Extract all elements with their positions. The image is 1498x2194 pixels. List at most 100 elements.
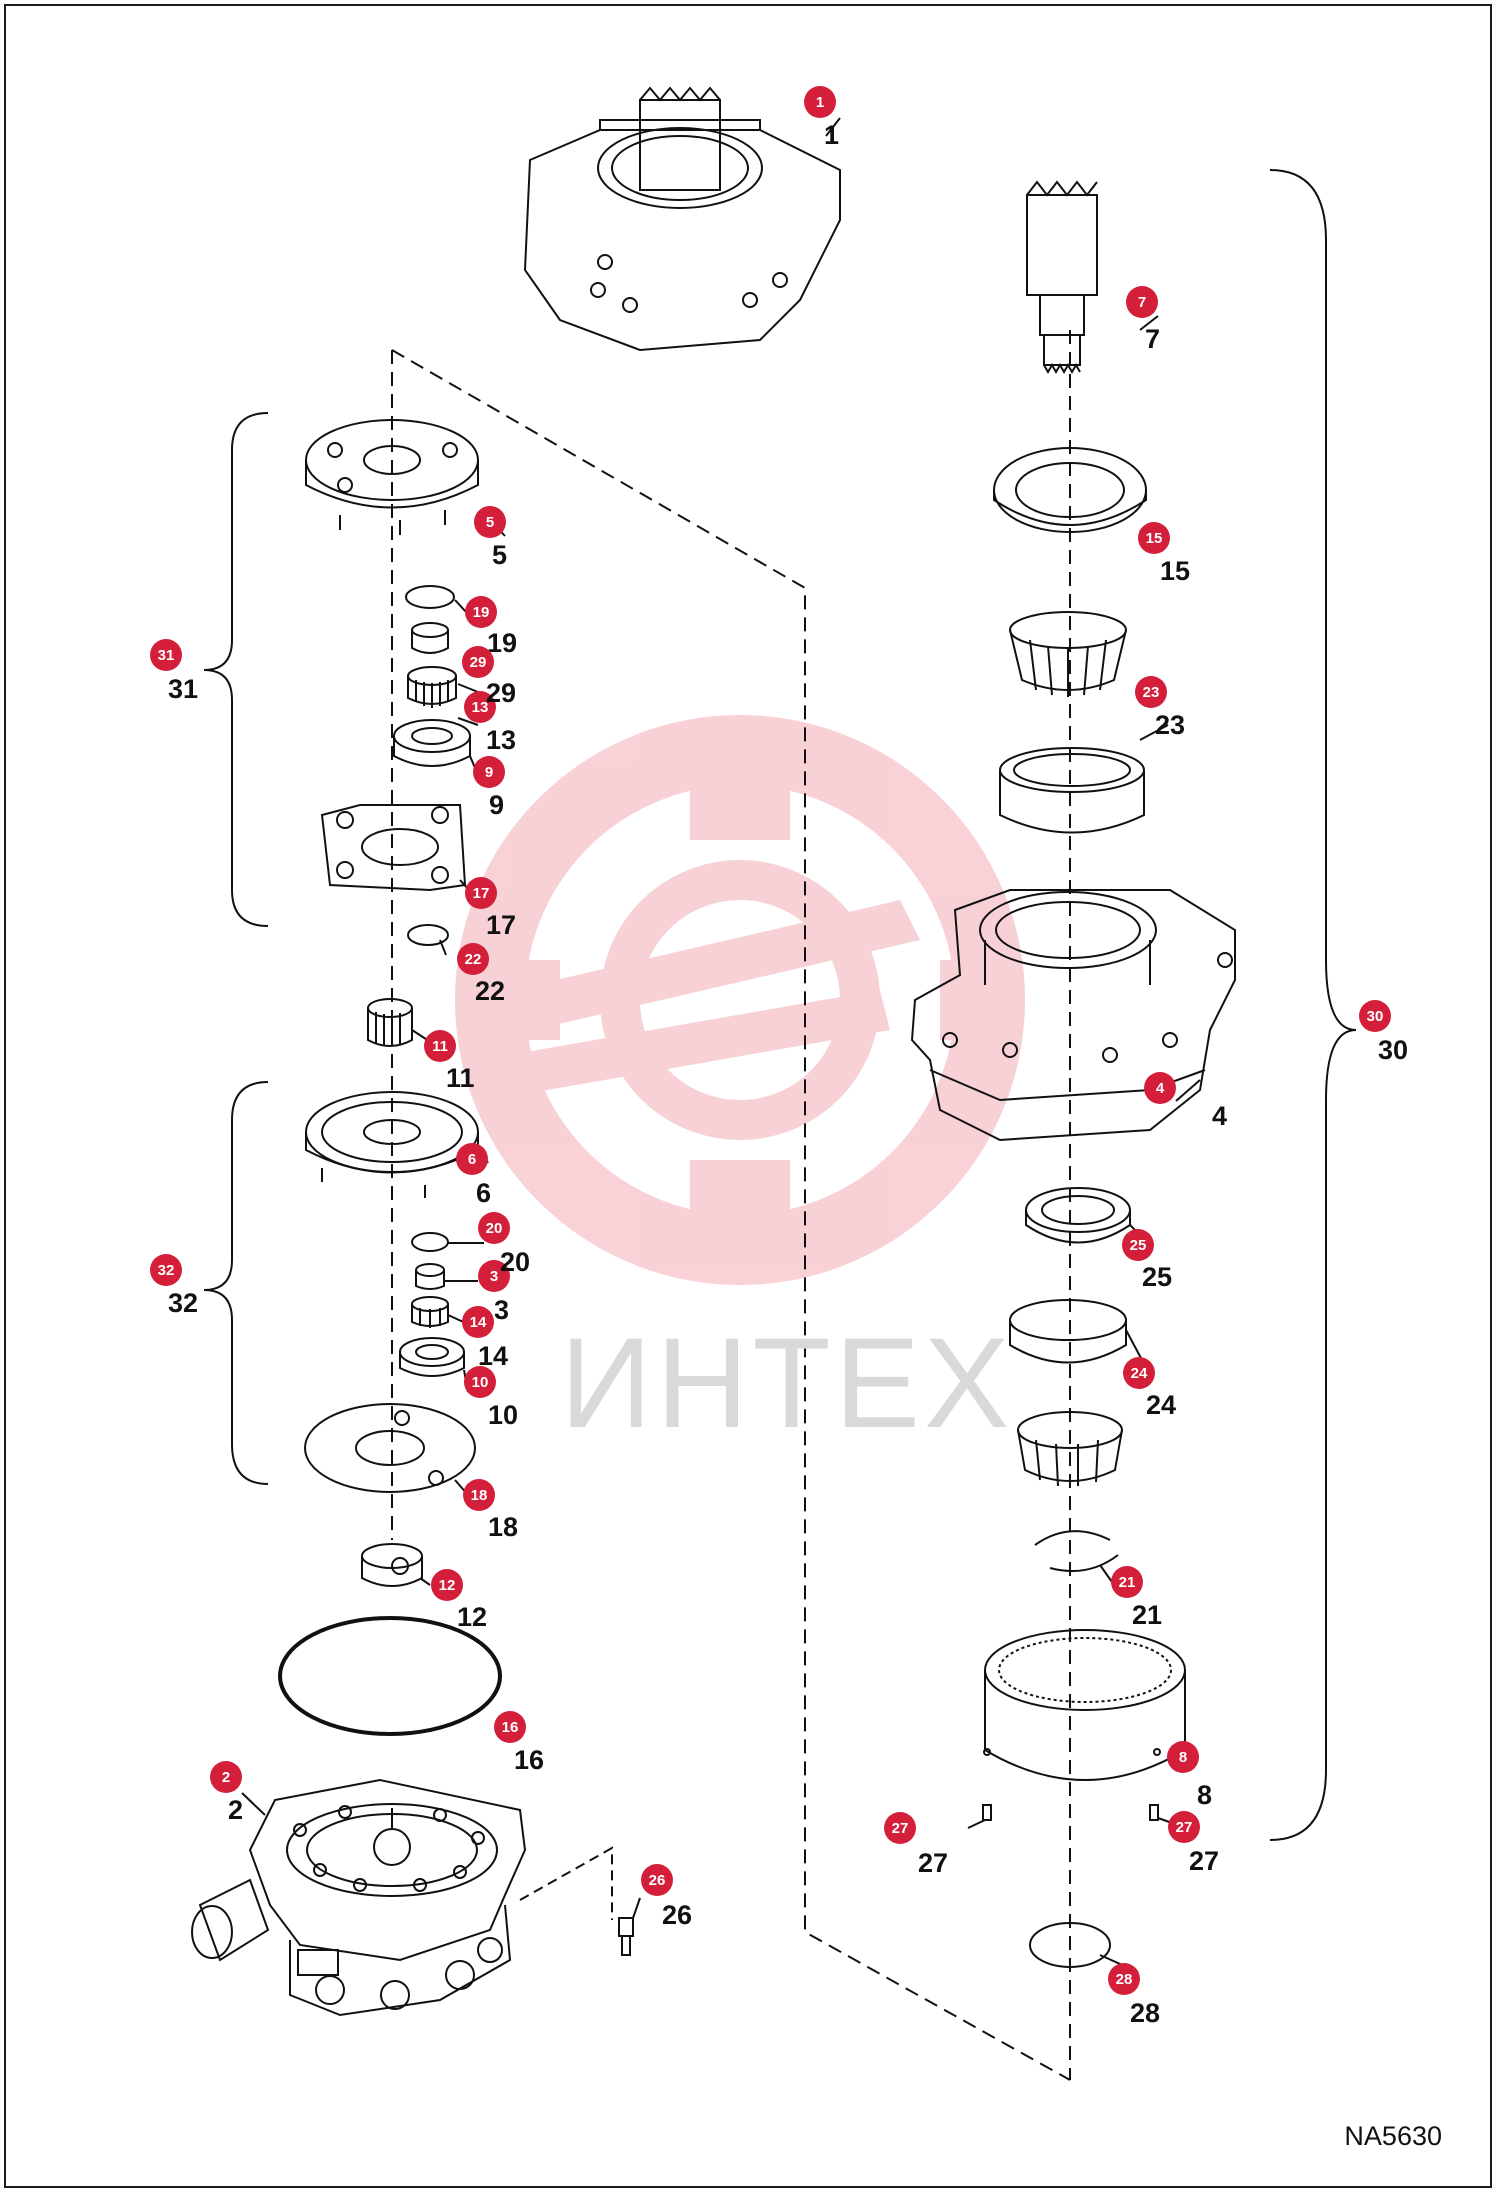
callout-part-6: 6 (456, 1143, 488, 1175)
part-27-right-drawing (1149, 1804, 1159, 1821)
callout-part-17: 17 (465, 877, 497, 909)
part-8-drawing (983, 1629, 1186, 1781)
watermark-logo (455, 715, 1025, 1285)
part-6-drawing (305, 1091, 479, 1198)
part-14-drawing (411, 1296, 449, 1328)
callout-part-21: 21 (1111, 1566, 1143, 1598)
part-number-7: 7 (1145, 324, 1161, 354)
part-number-19: 19 (487, 628, 518, 658)
callout-part-13: 13 (464, 691, 496, 723)
part-number-29: 29 (486, 678, 517, 708)
part-number-27: 27 (918, 1848, 949, 1878)
part-11-drawing (367, 998, 413, 1047)
callout-part-19: 19 (465, 596, 497, 628)
dashed-bolt-leader (519, 1846, 613, 1920)
part-10-drawing (399, 1337, 465, 1377)
part-20-drawing (411, 1232, 449, 1252)
callout-part-32: 32 (150, 1254, 182, 1286)
callout-part-9: 9 (473, 756, 505, 788)
callout-part-28: 28 (1108, 1963, 1140, 1995)
part-26-drawing (618, 1917, 634, 1956)
callout-part-25: 25 (1122, 1229, 1154, 1261)
part-number-30: 30 (1378, 1035, 1409, 1065)
part-number-21: 21 (1132, 1600, 1163, 1630)
part-number-25: 25 (1142, 1262, 1173, 1292)
callout-part-3: 3 (478, 1260, 510, 1292)
part-number-14: 14 (478, 1341, 509, 1371)
part-16-drawing (278, 1616, 502, 1736)
callout-part-20: 20 (478, 1212, 510, 1244)
brace-32 (203, 1081, 269, 1485)
part-12-drawing (361, 1543, 423, 1587)
callout-part-26: 26 (641, 1864, 673, 1896)
callout-part-24: 24 (1123, 1357, 1155, 1389)
part-number-3: 3 (494, 1295, 510, 1325)
part-7-drawing (1026, 180, 1098, 375)
callout-part-5: 5 (474, 506, 506, 538)
part-number-32: 32 (168, 1288, 199, 1318)
part-18-drawing (304, 1403, 476, 1493)
part-number-1: 1 (824, 120, 840, 150)
part-number-13: 13 (486, 725, 517, 755)
callout-part-27: 27 (884, 1812, 916, 1844)
callout-part-18: 18 (463, 1479, 495, 1511)
part-number-24: 24 (1146, 1390, 1177, 1420)
part-number-22: 22 (475, 976, 506, 1006)
callout-part-31: 31 (150, 639, 182, 671)
part-number-20: 20 (500, 1247, 531, 1277)
part-22-drawing (407, 924, 449, 946)
part-number-5: 5 (492, 540, 508, 570)
callout-part-8: 8 (1167, 1741, 1199, 1773)
callout-part-14: 14 (462, 1306, 494, 1338)
drawing-frame (4, 4, 1492, 2188)
callout-part-4: 4 (1144, 1072, 1176, 1104)
part-17-drawing (320, 804, 467, 892)
part-number-16: 16 (514, 1745, 545, 1775)
callout-part-7: 7 (1126, 286, 1158, 318)
part-number-9: 9 (489, 790, 505, 820)
part-4-drawing (910, 889, 1236, 1142)
callout-part-23: 23 (1135, 676, 1167, 708)
part-2-drawing (191, 1778, 527, 2017)
callout-part-15: 15 (1138, 522, 1170, 554)
part-number-8: 8 (1197, 1780, 1213, 1810)
callout-part-1: 1 (804, 86, 836, 118)
part-number-11: 11 (446, 1063, 475, 1093)
brace-30 (1269, 169, 1357, 1841)
part-23-drawing (1009, 611, 1127, 697)
part-25-drawing (1025, 1187, 1131, 1244)
part-24-cup-drawing (1009, 1299, 1127, 1364)
dashed-path-diagonal (391, 349, 1071, 2081)
part-number-4: 4 (1212, 1101, 1228, 1131)
callout-part-16: 16 (494, 1711, 526, 1743)
part-13-drawing (407, 666, 457, 708)
part-3-drawing (415, 1263, 445, 1290)
part-24-bearing-drawing (1017, 1411, 1123, 1487)
part-number-28: 28 (1130, 1998, 1161, 2028)
callout-part-11: 11 (424, 1030, 456, 1062)
part-number-18: 18 (488, 1512, 519, 1542)
brace-31 (203, 412, 269, 927)
part-number-10: 10 (488, 1400, 519, 1430)
part-29-drawing (411, 622, 449, 654)
callout-part-22: 22 (457, 943, 489, 975)
part-number-6: 6 (476, 1178, 492, 1208)
callout-part-29: 29 (462, 646, 494, 678)
part-28-drawing (1029, 1922, 1111, 1968)
drawing-code: NA5630 (1344, 2121, 1442, 2151)
part-number-2: 2 (228, 1795, 244, 1825)
callout-part-2: 2 (210, 1761, 242, 1793)
part-1-drawing (523, 86, 841, 352)
part-number-31: 31 (168, 674, 199, 704)
part-5-drawing (305, 419, 479, 535)
part-number-17: 17 (486, 910, 517, 940)
part-number-27: 27 (1189, 1846, 1220, 1876)
part-number-12: 12 (457, 1602, 488, 1632)
callout-part-30: 30 (1359, 1000, 1391, 1032)
part-number-23: 23 (1155, 710, 1186, 740)
part-number-15: 15 (1160, 556, 1191, 586)
watermark-text: ИНТЕХ (560, 1312, 1014, 1455)
callout-part-12: 12 (431, 1569, 463, 1601)
part-15-drawing (993, 447, 1147, 533)
